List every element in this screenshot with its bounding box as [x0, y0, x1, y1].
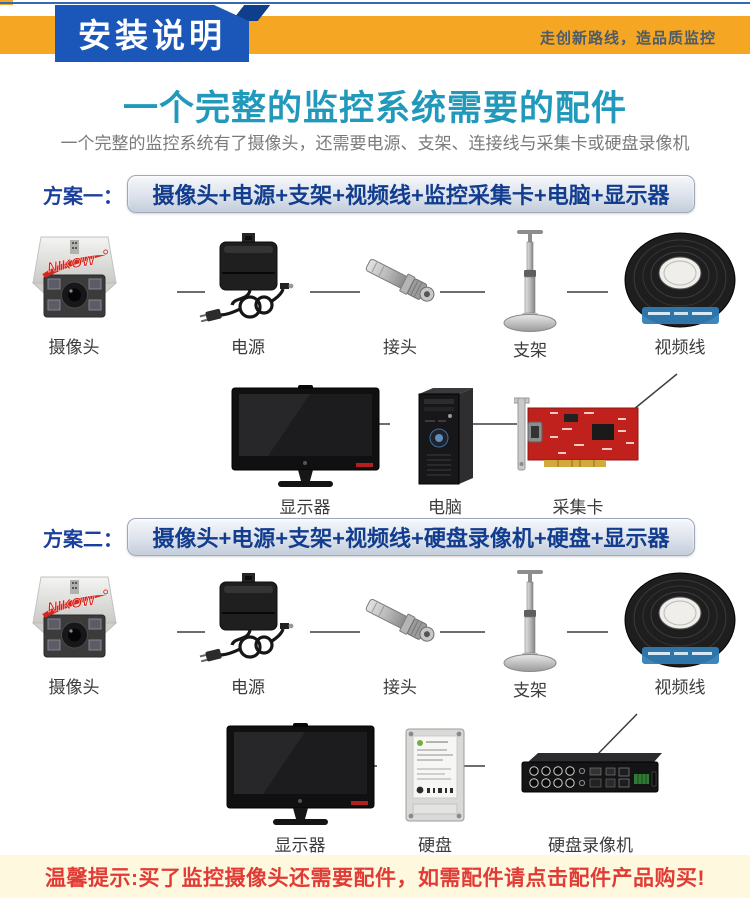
power-adapter-image	[198, 228, 298, 333]
bracket-image	[495, 228, 565, 336]
product-label: 支架	[513, 341, 547, 360]
product-label: 电源	[231, 678, 265, 697]
product-label: 硬盘	[418, 836, 452, 855]
product-item-dvr: 硬盘录像机	[518, 718, 663, 858]
bnc-connector-image	[355, 228, 445, 333]
product-item-bracket: 支架	[495, 228, 565, 360]
top-blue-line	[0, 2, 750, 4]
install-instructions-badge: 安装说明	[55, 5, 249, 62]
plan1-diagram: NIKOW 摄像头	[0, 228, 750, 520]
dvr-image	[518, 718, 663, 831]
product-label: 硬盘录像机	[548, 836, 633, 855]
product-item-capture-card: 采集卡	[514, 380, 642, 520]
product-item-bracket: 支架	[495, 568, 565, 700]
product-label: 摄像头	[48, 678, 100, 697]
hard-disk-image	[390, 718, 480, 831]
brand-slogan: 走创新路线，造品质监控	[539, 30, 716, 47]
product-label: 视频线	[654, 678, 706, 697]
camera-brand-logo: NIKOW	[46, 251, 98, 275]
plan2-formula-pill: 摄像头+电源+支架+视频线+硬盘录像机+硬盘+显示器	[127, 518, 695, 556]
plan1-title-bar: 方案一： 摄像头+电源+支架+视频线+监控采集卡+电脑+显示器	[0, 175, 750, 213]
power-adapter-image	[198, 568, 298, 673]
product-label: 电源	[231, 338, 265, 357]
product-item-monitor: 显示器	[227, 380, 383, 520]
product-label: 支架	[513, 681, 547, 700]
bnc-connector-image	[355, 568, 445, 673]
product-item-cable: 视频线	[621, 228, 739, 360]
product-label: 采集卡	[552, 498, 604, 517]
product-label: 视频线	[654, 338, 706, 357]
badge-title: 安装说明	[78, 16, 226, 54]
plan2-diagram: NIKOW 摄像头	[0, 568, 750, 858]
video-cable-image	[621, 568, 739, 673]
product-item-cable: 视频线	[621, 568, 739, 700]
product-item-computer: 电脑	[395, 380, 495, 520]
product-item-monitor: 显示器	[222, 718, 378, 858]
camera-image: NIKOW	[24, 228, 124, 333]
plan2-formula: 摄像头+电源+支架+视频线+硬盘录像机+硬盘+显示器	[152, 526, 670, 551]
product-item-power: 电源	[198, 568, 298, 700]
product-item-hard-disk: 硬盘	[390, 718, 480, 858]
product-label: 接头	[383, 338, 417, 357]
product-item-connector: 接头	[355, 228, 445, 360]
video-cable-image	[621, 228, 739, 333]
product-item-camera: NIKOW 摄像头	[24, 568, 124, 700]
monitor-image	[227, 380, 383, 493]
bracket-image	[495, 568, 565, 676]
product-label: 电脑	[428, 498, 462, 517]
plan2-label: 方案二：	[43, 528, 123, 551]
product-item-connector: 接头	[355, 568, 445, 700]
plan1-formula-pill: 摄像头+电源+支架+视频线+监控采集卡+电脑+显示器	[127, 175, 695, 213]
plan1-label: 方案一：	[43, 185, 123, 208]
camera-image: NIKOW	[24, 568, 124, 673]
computer-image	[395, 380, 495, 493]
product-label: 显示器	[274, 836, 326, 855]
product-item-power: 电源	[198, 228, 298, 360]
plan2-title-bar: 方案二： 摄像头+电源+支架+视频线+硬盘录像机+硬盘+显示器	[0, 518, 750, 556]
capture-card-image	[514, 380, 642, 493]
notice-banner: 温馨提示:买了监控摄像头还需要配件，如需配件请点击配件产品购买!	[0, 855, 750, 898]
page-subtitle: 一个完整的监控系统有了摄像头，还需要电源、支架、连接线与采集卡或硬盘录像机	[60, 134, 690, 153]
page-title: 一个完整的监控系统需要的配件	[122, 89, 627, 128]
product-item-camera: NIKOW 摄像头	[24, 228, 124, 360]
product-label: 摄像头	[48, 338, 100, 357]
product-label: 接头	[383, 678, 417, 697]
product-label: 显示器	[279, 498, 331, 517]
notice-text: 温馨提示:买了监控摄像头还需要配件，如需配件请点击配件产品购买!	[45, 866, 705, 890]
monitor-image	[222, 718, 378, 831]
plan1-formula: 摄像头+电源+支架+视频线+监控采集卡+电脑+显示器	[152, 183, 670, 208]
